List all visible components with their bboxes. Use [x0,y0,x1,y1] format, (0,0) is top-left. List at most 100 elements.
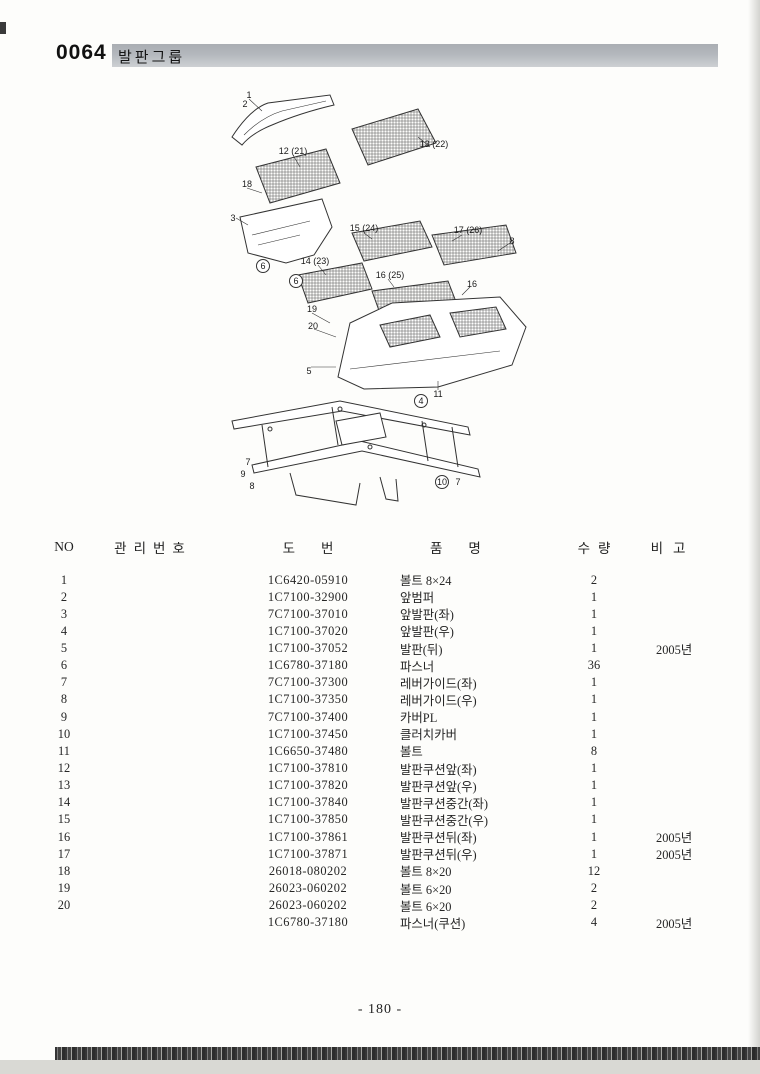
diagram-callout: 16 [466,279,478,289]
cell-code: 1C6780-37180 [267,915,349,930]
diagram-callout: 8 [249,481,255,491]
cell-name: 레버가이드(좌) [400,676,477,691]
cell-qty: 2 [590,572,598,587]
cell-qty: 1 [590,761,598,776]
cell-name: 레버가이드(우) [400,693,477,708]
diagram-callout: 20 [307,321,319,331]
column-header-qty: 수량 [577,541,619,556]
cell-name: 앞범퍼 [400,591,435,606]
cell-code: 7C7100-37010 [267,606,349,621]
diagram-callout: 10 [435,475,449,489]
cell-no: 20 [57,898,71,913]
cell-code: 1C7100-37871 [267,846,349,861]
diagram-callout: 8 [509,236,515,246]
cell-code: 1C6420-05910 [267,572,349,587]
cell-name: 볼트 8×20 [400,865,452,880]
cell-name: 발판쿠션앞(우) [400,779,477,794]
cell-code: 1C7100-37840 [267,795,349,810]
cell-code: 1C7100-37850 [267,812,349,827]
diagram-callout: 14 (23) [300,256,330,266]
scan-noise-strip [55,1047,760,1060]
section-code: 0064 [56,41,107,64]
cell-qty: 8 [590,743,598,758]
cell-no: 6 [60,658,68,673]
cell-name: 발판쿠션뒤(우) [400,848,477,863]
cell-qty: 1 [590,812,598,827]
cell-code: 1C7100-37820 [267,778,349,793]
diagram-callout: 13 (22) [419,139,449,149]
cell-no: 1 [60,572,68,587]
cell-no: 9 [60,709,68,724]
cell-qty: 1 [590,829,598,844]
scan-corner-mark [0,22,6,34]
cell-no: 16 [57,829,71,844]
diagram-drawing [231,94,527,506]
column-header-name: 품명 [430,541,507,556]
cell-code: 1C7100-37350 [267,692,349,707]
column-header-note: 비고 [650,541,696,556]
section-title: 발판그룹 [118,50,186,66]
diagram-callout: 5 [306,366,312,376]
cell-qty: 1 [590,692,598,707]
cell-name: 앞발판(좌) [400,608,454,623]
cell-no: 17 [57,846,71,861]
column-header-mgmt: 관리번호 [114,541,192,556]
diagram-callout: 16 (25) [375,270,405,280]
cell-qty: 1 [590,846,598,861]
cell-note: 2005년 [656,848,693,863]
cell-name: 볼트 8×24 [400,574,452,588]
cell-name: 발판쿠션뒤(좌) [400,831,477,846]
cell-code: 1C7100-37861 [267,829,349,844]
cell-no: 7 [60,675,68,690]
diagram-callout: 7 [455,477,461,487]
cell-code: 26018-080202 [268,863,348,878]
diagram-callout: 6 [289,274,303,288]
diagram-callout: 17 (26) [453,225,483,235]
diagram-callout: 19 [306,304,318,314]
cell-no: 10 [57,726,71,741]
cell-no: 15 [57,812,71,827]
diagram-callout: 15 (24) [349,223,379,233]
cell-qty: 4 [590,915,598,930]
cell-code: 1C7100-37052 [267,641,349,656]
cell-no: 2 [60,589,68,604]
cell-qty: 1 [590,641,598,656]
cell-code: 1C7100-37020 [267,623,349,638]
cell-name: 볼트 [400,745,423,760]
cell-qty: 1 [590,709,598,724]
cell-name: 발판쿠션중간(우) [400,813,489,828]
cell-code: 1C7100-37450 [267,726,349,741]
column-header-no: NO [54,539,74,554]
cell-name: 발판(뒤) [400,642,443,657]
diagram-callout: 9 [240,469,246,479]
cell-code: 1C6780-37180 [267,658,349,673]
table-row: 1 1C6420-05910 볼트 8×24 2 [40,571,716,589]
cell-no: 11 [58,743,70,758]
scan-bottom-edge [0,1060,760,1074]
diagram-callout: 3 [230,213,236,223]
cell-code: 7C7100-37300 [267,675,349,690]
diagram-callout: 6 [256,259,270,273]
cell-no: 5 [60,641,68,656]
cell-no: 12 [57,761,71,776]
table-row: 15 1C7100-37850 발판쿠션중간(우) 1 [40,811,716,828]
cell-no: 8 [60,692,68,707]
